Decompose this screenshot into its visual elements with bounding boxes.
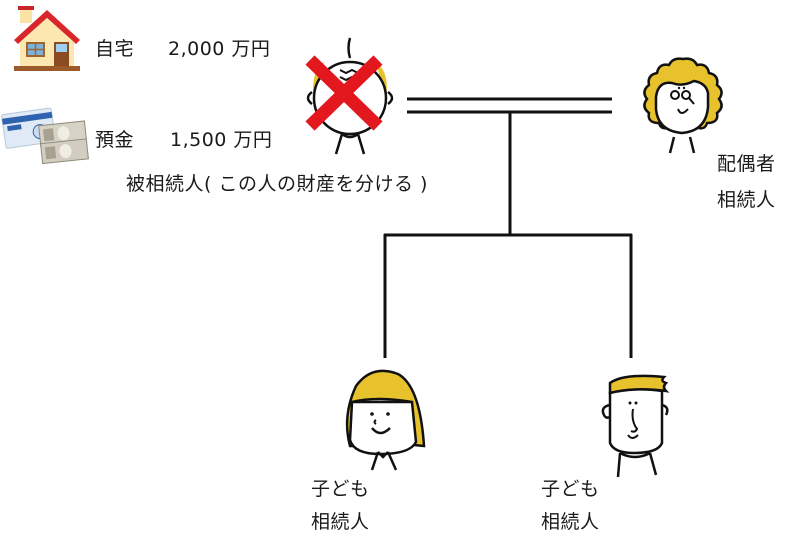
asset-deposit-amount: 1,500 万円 — [170, 129, 273, 151]
deceased-role: 被相続人 — [126, 173, 205, 195]
deceased-label: 被相続人( この人の財産を分ける ) — [126, 175, 428, 194]
deceased-person — [290, 30, 410, 160]
spouse-person — [628, 55, 738, 155]
deceased-note: ( この人の財産を分ける ) — [204, 173, 428, 195]
child-2-person — [590, 365, 680, 480]
deceased-cross-mark-icon — [305, 55, 383, 131]
spouse-status: 相続人 — [717, 189, 776, 211]
bankbook-cash-icon — [1, 107, 89, 165]
child-2-avatar-icon — [601, 374, 670, 478]
spouse-avatar-icon — [643, 57, 723, 154]
asset-deposit: 預金 1,500 万円 — [0, 95, 300, 165]
asset-home-label: 自宅 — [95, 38, 135, 60]
asset-home: 自宅 2,000 万円 — [0, 0, 300, 75]
child-1-avatar-icon — [345, 369, 426, 471]
spouse-role: 配偶者 — [717, 153, 776, 175]
asset-home-amount: 2,000 万円 — [168, 38, 271, 60]
child-1-role: 子ども — [311, 478, 370, 500]
child-1-person — [330, 362, 440, 472]
asset-deposit-label: 預金 — [95, 129, 135, 151]
child-2-role: 子ども — [541, 478, 600, 500]
house-icon — [14, 6, 80, 71]
child-2-status: 相続人 — [541, 511, 600, 533]
child-1-status: 相続人 — [311, 511, 370, 533]
